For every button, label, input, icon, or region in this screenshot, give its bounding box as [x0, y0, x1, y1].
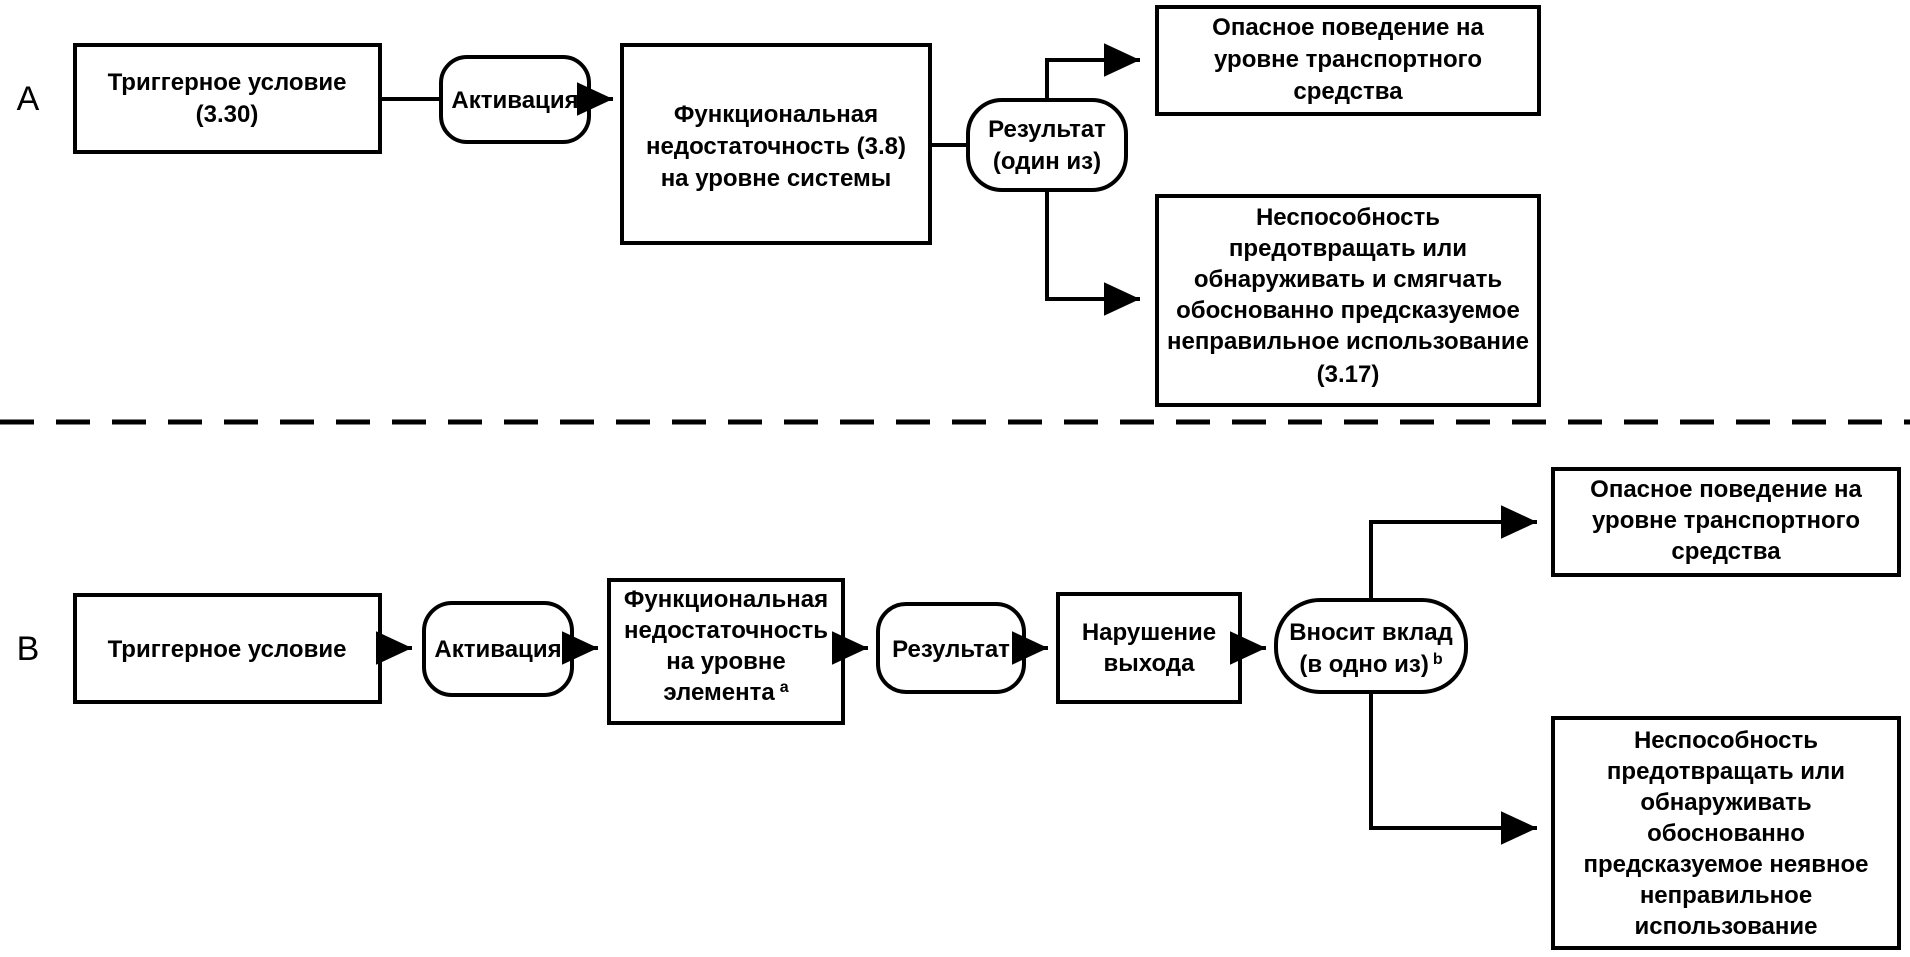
panel-a-functional-box-shape: [620, 43, 932, 245]
panel-a-functional-line3: на уровне системы: [661, 165, 892, 192]
panel-a-outcome-top-line1: Опасное поведение на: [1212, 14, 1484, 41]
panel-b-outcome-bottom-box: Неспособность предотвращать или обнаружи…: [1551, 716, 1901, 950]
panel-a-outcome-bottom-shape: [1155, 194, 1541, 407]
panel-b-result-node: Результат: [876, 602, 1026, 694]
panel-a-letter: A: [17, 80, 40, 118]
panel-a-branch-top: [1045, 43, 1140, 100]
panel-b-outcome-bottom-line2: предотвращать или: [1607, 758, 1845, 785]
panel-b-activation-label: Активация: [434, 636, 561, 663]
panel-b-branch-bottom: [1369, 692, 1537, 845]
panel-b-outcome-bottom-line7: использование: [1634, 913, 1817, 940]
panel-a-result-line1: Результат: [988, 116, 1106, 143]
panel-b-contributes-line2-text: (в одно из): [1299, 651, 1429, 678]
panel-b-output-fault-box: Нарушение выхода: [1056, 592, 1242, 704]
panel-b-outcome-bottom-line1: Неспособность: [1634, 727, 1818, 754]
panel-a-outcome-bottom-line3: обнаруживать и смягчать: [1194, 266, 1502, 293]
panel-b-outcome-top-box: Опасное поведение на уровне транспортног…: [1551, 467, 1901, 577]
panel-b-contributes-shape: [1274, 598, 1468, 694]
panel-b-outcome-bottom-line3: обнаруживать: [1640, 789, 1811, 816]
panel-b-functional-line4-text: элемента: [663, 679, 775, 706]
panel-a-outcome-top-shape: [1155, 5, 1541, 116]
panel-b-functional-line4: элемента a: [663, 679, 788, 707]
panel-a-outcome-bottom-box: Неспособность предотвращать или обнаружи…: [1155, 194, 1541, 407]
panel-b-outcome-bottom-line4: обоснованно: [1647, 820, 1805, 847]
panel-a-activation-node: Активация: [439, 55, 591, 144]
panel-b-output-fault-line1: Нарушение: [1082, 619, 1216, 646]
panel-b-functional-line2: недостаточность: [624, 617, 828, 644]
panel-b-result-label: Результат: [892, 636, 1010, 663]
panel-b-outcome-bottom-line6: неправильное: [1640, 882, 1812, 909]
panel-a-trigger-line2: (3.30): [196, 101, 259, 128]
panel-b-outcome-top-line2: уровне транспортного: [1592, 507, 1860, 534]
panel-b-trigger-line1: Триггерное условие: [108, 636, 347, 663]
panel-b-letter: B: [17, 630, 40, 668]
panel-b-output-fault-line2: выхода: [1104, 650, 1196, 677]
panel-a-outcome-bottom-line5: неправильное использование: [1167, 328, 1529, 355]
panel-a-trigger-box-shape: [73, 43, 382, 154]
panel-a-outcome-bottom-line6: (3.17): [1317, 361, 1380, 388]
panel-b-outcome-bottom-shape: [1551, 716, 1901, 950]
panel-b-outcome-top-shape: [1551, 467, 1901, 577]
panel-a-result-shape: [966, 98, 1128, 192]
panel-a-branch-bottom: [1045, 190, 1140, 316]
panel-a-outcome-bottom-line1: Неспособность: [1256, 204, 1440, 231]
panel-b-outcome-top-line3: средства: [1671, 538, 1781, 565]
panel-b-outcome-bottom-line5: предсказуемое неявное: [1583, 851, 1868, 878]
panel-a-outcome-top-line2: уровне транспортного: [1214, 46, 1482, 73]
panel-a: A Триггерное условие (3.30) Активация Фу…: [17, 5, 1541, 407]
panel-a-functional-box: Функциональная недостаточность (3.8) на …: [620, 43, 932, 245]
panel-b-branch-top: [1369, 505, 1537, 600]
panel-b-contributes-line2: (в одно из)b: [1299, 651, 1443, 679]
panel-a-outcome-top-line3: средства: [1293, 78, 1403, 105]
panel-b-functional-line3: на уровне: [666, 648, 785, 675]
panel-a-trigger-box: Триггерное условие (3.30): [73, 43, 382, 154]
panel-a-functional-line2: недостаточность (3.8): [646, 133, 906, 160]
panel-a-functional-line1: Функциональная: [674, 101, 878, 128]
panel-a-outcome-top-box: Опасное поведение на уровне транспортног…: [1155, 5, 1541, 116]
panel-b-output-fault-shape: [1056, 592, 1242, 704]
panel-a-activation-label: Активация: [451, 87, 578, 114]
panel-a-outcome-bottom-line4: обоснованно предсказуемое: [1176, 297, 1520, 324]
panel-b-contributes-node: Вносит вклад (в одно из)b: [1274, 598, 1468, 694]
panel-b-functional-line1: Функциональная: [624, 586, 828, 613]
panel-a-outcome-bottom-line2: предотвращать или: [1229, 235, 1467, 262]
panel-b-functional-box: Функциональная недостаточность на уровне…: [607, 578, 845, 725]
panel-b-outcome-top-line1: Опасное поведение на: [1590, 476, 1862, 503]
panel-b-contributes-line1: Вносит вклад: [1289, 619, 1453, 646]
panel-a-trigger-line1: Триггерное условие: [108, 69, 347, 96]
panel-b-activation-node: Активация: [422, 601, 574, 697]
panel-b-trigger-box: Триггерное условие: [73, 593, 382, 704]
panel-b: B Триггерное условие Активация Функциона…: [17, 467, 1901, 950]
panel-a-result-line2: (один из): [993, 148, 1101, 175]
panel-a-result-node: Результат (один из): [966, 98, 1128, 192]
panel-b-contributes-superscript: b: [1433, 651, 1443, 668]
panel-b-functional-superscript: a: [780, 679, 789, 696]
